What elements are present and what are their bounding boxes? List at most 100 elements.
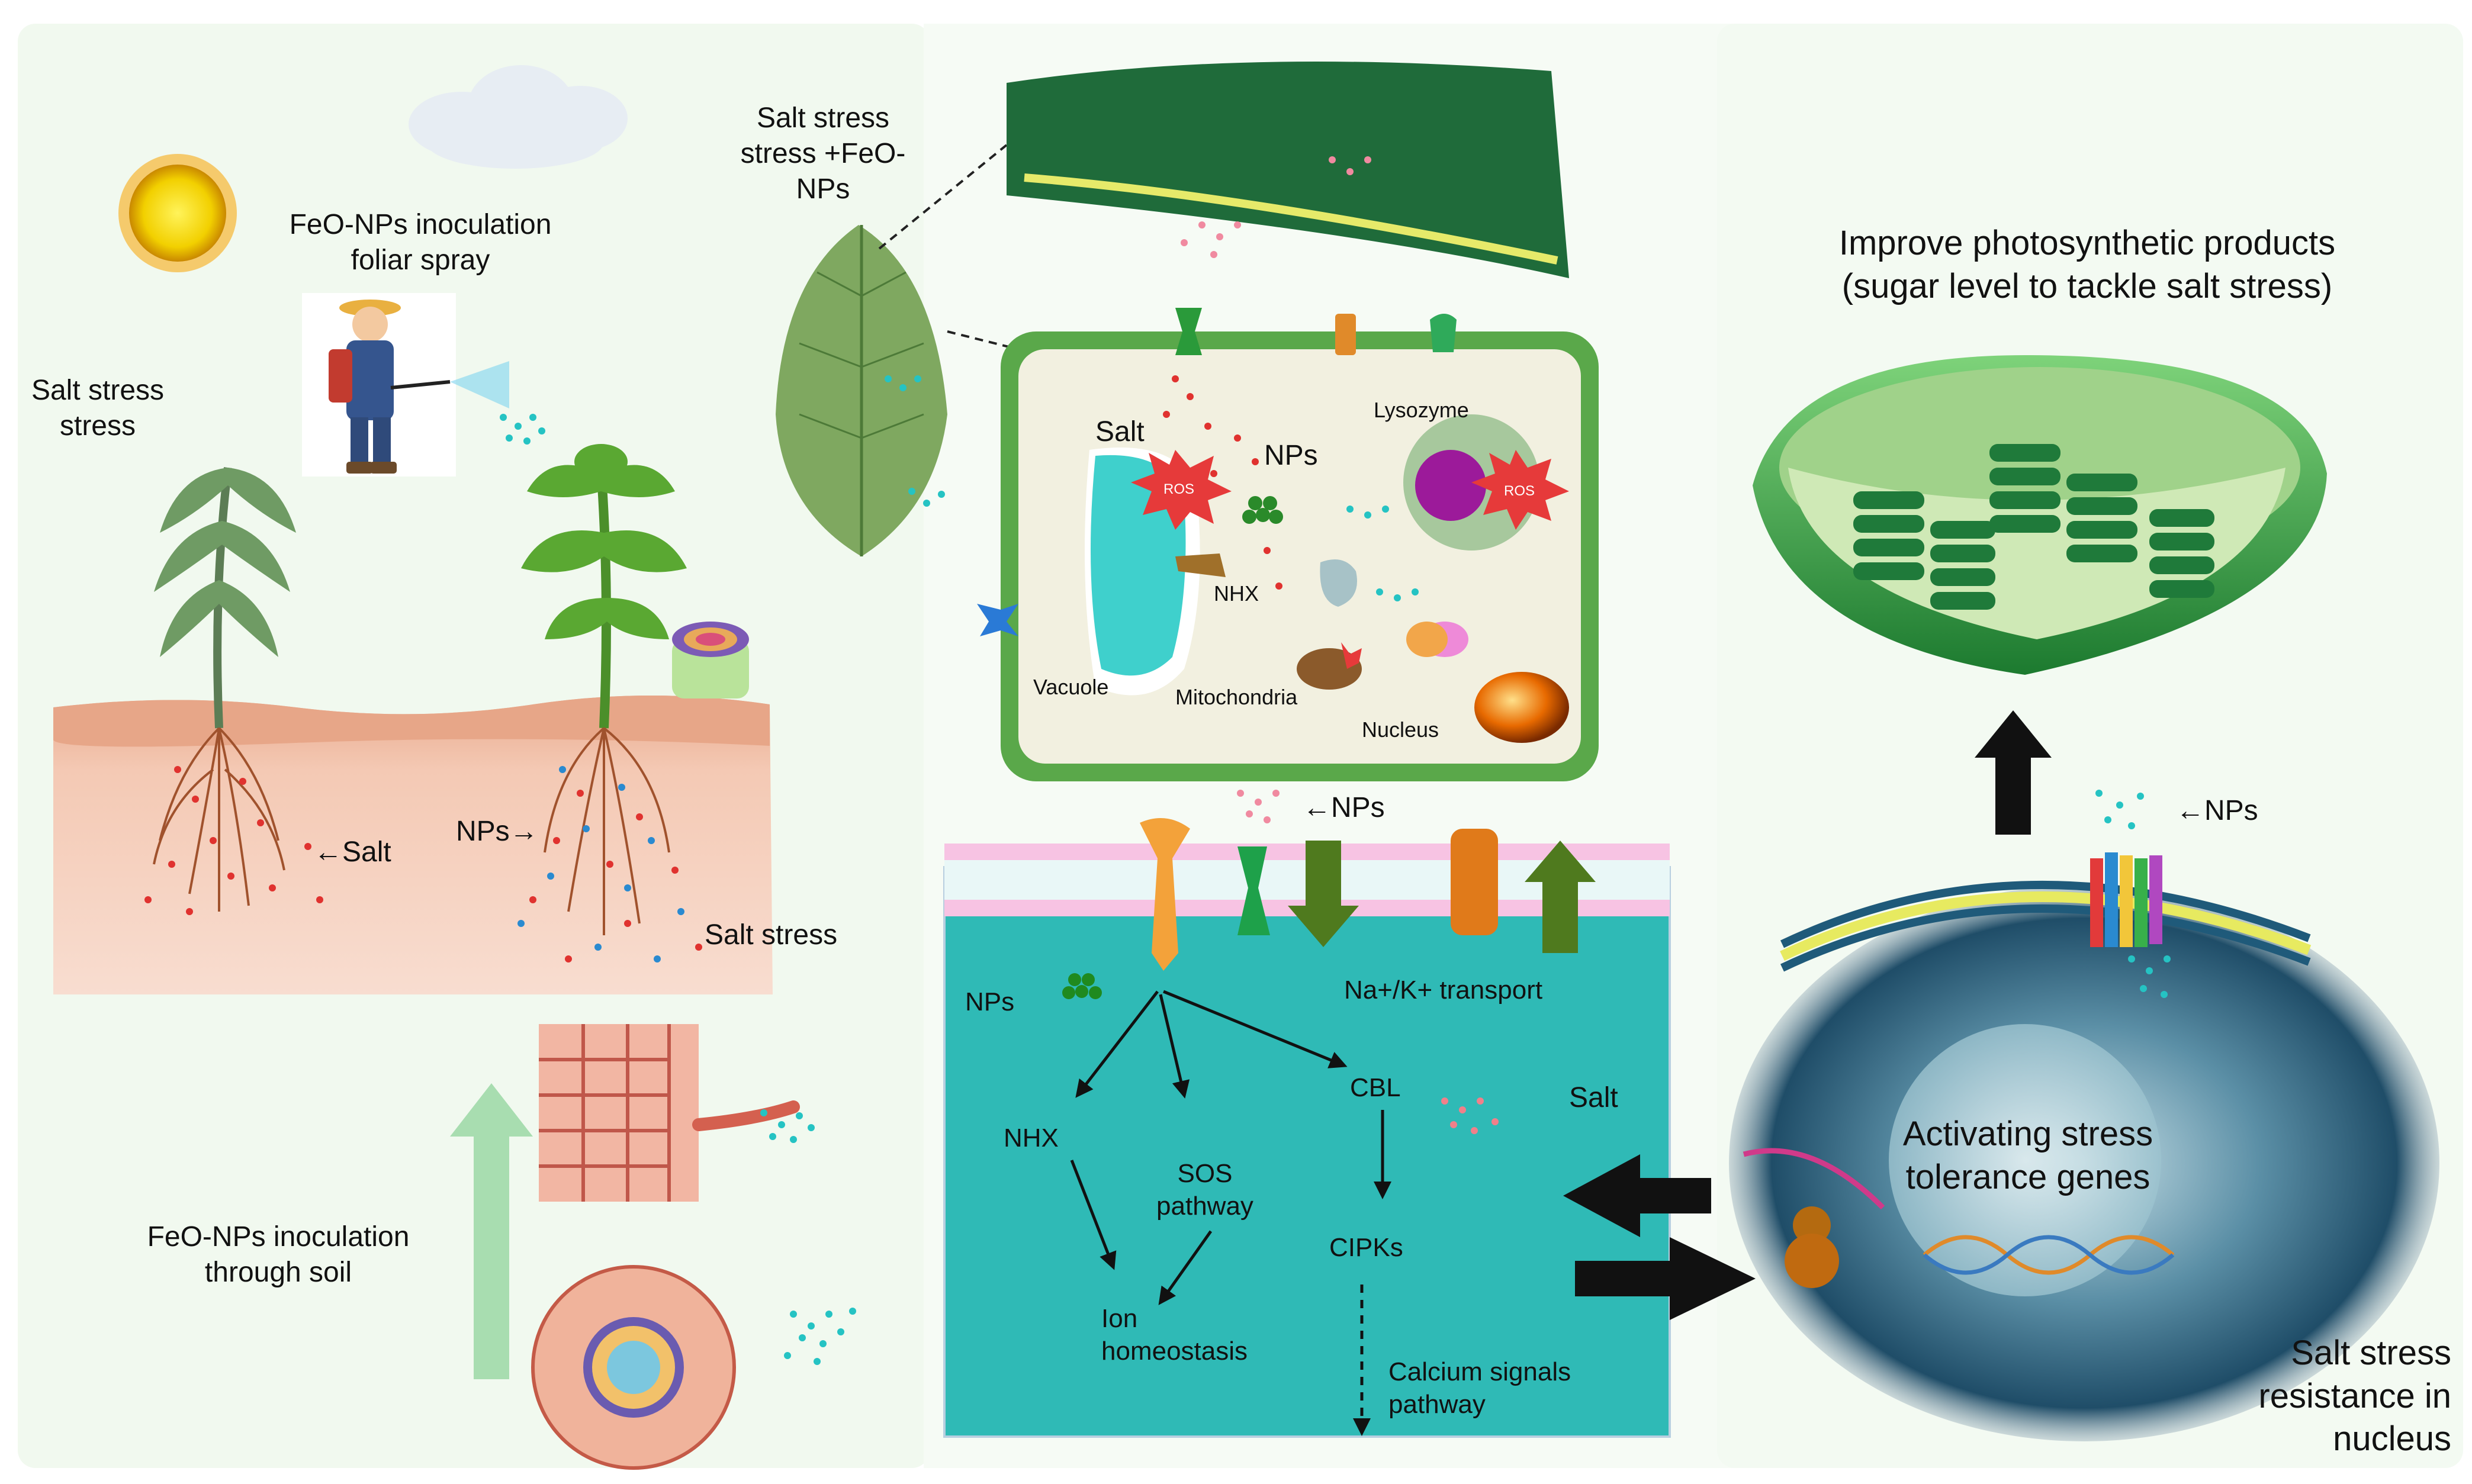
salt-particles-left [144, 766, 323, 915]
leaf-label-line-2: stress +FeO- [740, 138, 906, 169]
cloud-icon [409, 65, 628, 169]
sos-line-2: pathway [1156, 1192, 1253, 1221]
receptor-protein-icon [2090, 852, 2162, 947]
dna-helix-icon [1923, 1235, 2175, 1275]
gene-to-cell-arrow [1563, 1154, 1711, 1237]
farmer-spraying-icon [302, 293, 509, 477]
soil-top-layer [53, 696, 770, 747]
calcium-line-1: Calcium signals [1388, 1357, 1571, 1386]
lysozyme-label: Lysozyme [1374, 398, 1469, 422]
influx-arrow [1288, 841, 1359, 947]
leaf-nps-particles [885, 375, 945, 507]
cipks-label: CIPKs [1329, 1233, 1403, 1262]
ros-label-2: ROS [1504, 483, 1535, 499]
salt-pointer-label: ←Salt [314, 836, 391, 868]
foliar-spray-label: FeO-NPs inoculation foliar spray [278, 207, 562, 278]
resistance-line-3: nucleus [2333, 1419, 2451, 1458]
soil-inoculation-line-2: through soil [204, 1257, 352, 1288]
root-cross-section-icon [531, 1265, 736, 1470]
nhx-channel-icon [1175, 553, 1226, 577]
wilted-plant-roots [153, 727, 285, 912]
cytoplasm-nps-label: NPs [965, 987, 1015, 1016]
photosynthetic-line-2: (sugar level to tackle salt stress) [1841, 266, 2333, 305]
nucleus-icon [1474, 672, 1569, 743]
nucleus-label: Nucleus [1362, 717, 1439, 742]
vacuole-label: Vacuole [1033, 675, 1109, 699]
soil [53, 696, 773, 994]
activating-genes-line-1: Activating stress [1902, 1115, 2153, 1153]
leaf-label: Salt stress stress +FeO- NPs [734, 101, 912, 207]
nhx-cell-label: NHX [1214, 581, 1259, 606]
nuclear-membrane-arc [1780, 880, 2312, 972]
nhx-pathway-label: NHX [1004, 1124, 1059, 1153]
leaf-label-line-3: NPs [796, 173, 850, 205]
mitochondria-icon [1297, 642, 1362, 690]
activating-genes-label: Activating stress tolerance genes [1868, 1113, 2188, 1199]
membrane-nps-particles [1237, 790, 1280, 823]
ros-burst-icon-2 [1471, 450, 1569, 530]
ion-homeostasis-label: Ion homeostasis [1101, 1302, 1248, 1367]
leaf-tissue-particles [1181, 156, 1371, 258]
stem-cross-section-icon [672, 622, 749, 698]
resistance-label: Salt stress resistance in nucleus [2203, 1332, 2451, 1461]
leaf-tissue-icon [1007, 62, 1569, 278]
sun-core [129, 165, 226, 262]
leaf-icon [776, 225, 947, 556]
cbl-label: CBL [1350, 1073, 1401, 1102]
chloroplast-icon [1753, 355, 2327, 675]
nucleolus [1889, 1024, 2161, 1296]
ros-burst-icon-1 [1131, 450, 1232, 530]
cell-wall-channel-icons [977, 308, 1457, 636]
root-tissue-icon [539, 1024, 800, 1202]
right-nps-pointer-label: ←NPs [2176, 795, 2258, 826]
nucleus-nps-particles [2095, 790, 2171, 998]
sos-line-1: SOS [1177, 1159, 1233, 1188]
calcium-line-2: pathway [1388, 1390, 1486, 1419]
efflux-arrow [1525, 841, 1596, 953]
cytoplasm-salt-label: Salt [1569, 1082, 1618, 1113]
ros-label-1: ROS [1163, 481, 1195, 497]
salt-stress-top-line-1: Salt stress [31, 375, 165, 406]
healthy-plant-roots [544, 727, 670, 935]
soil-inoculation-line-1: FeO-NPs inoculation [147, 1221, 410, 1253]
cytoplasm-salt-particles [1441, 1097, 1499, 1134]
ion-line-1: Ion [1101, 1304, 1138, 1333]
cell-nps-label: NPs [1264, 440, 1318, 471]
salt-stress-top-line-2: stress [59, 410, 136, 442]
cytoplasm-box [943, 866, 1671, 1438]
foliar-spray-line-2: foliar spray [351, 244, 490, 276]
cytoplasm-np-cluster [1062, 973, 1102, 999]
cell-to-gene-arrow [1575, 1237, 1756, 1320]
soil-inoculation-label: FeO-NPs inoculation through soil [112, 1219, 444, 1290]
np-cluster-icon [1242, 496, 1283, 524]
soil-nps-particles [760, 1109, 856, 1365]
up-to-chloroplast-arrow [1975, 710, 2052, 835]
nps-salt-particles-soil [517, 766, 702, 962]
golgi-icon [1320, 559, 1357, 607]
resistance-line-1: Salt stress [2291, 1334, 2451, 1372]
leaf-label-line-1: Salt stress [756, 102, 890, 134]
photosynthetic-line-1: Improve photosynthetic products [1838, 224, 2336, 262]
transport-label: Na+/K+ transport [1344, 976, 1543, 1005]
wilted-plant-icon [154, 467, 296, 729]
transcription-factor-icon [1743, 1148, 1885, 1288]
sos-pathway-label: SOS pathway [1146, 1157, 1264, 1222]
healthy-plant-icon [521, 444, 687, 729]
foliar-spray-line-1: FeO-NPs inoculation [289, 209, 552, 240]
cell-salt-label: Salt [1095, 416, 1145, 448]
nps-pointer-label: NPs→ [456, 816, 538, 847]
resistance-line-2: resistance in [2258, 1376, 2451, 1415]
soil-uptake-arrow [450, 1083, 533, 1379]
cell-particles [1163, 375, 1419, 601]
membrane-nps-label: ←NPs [1303, 792, 1385, 823]
membrane-proteins [1140, 818, 1498, 971]
pathway-arrows [1070, 990, 1391, 1305]
calcium-signals-label: Calcium signals pathway [1388, 1356, 1571, 1421]
photosynthetic-label: Improve photosynthetic products (sugar l… [1753, 222, 2422, 308]
salt-stress-top-label: Salt stress stress [24, 373, 172, 444]
leaf-zoom-lines [878, 144, 1019, 350]
vesicle-icon [1406, 622, 1468, 657]
ion-line-2: homeostasis [1101, 1337, 1248, 1366]
mitochondria-label: Mitochondria [1175, 685, 1298, 709]
